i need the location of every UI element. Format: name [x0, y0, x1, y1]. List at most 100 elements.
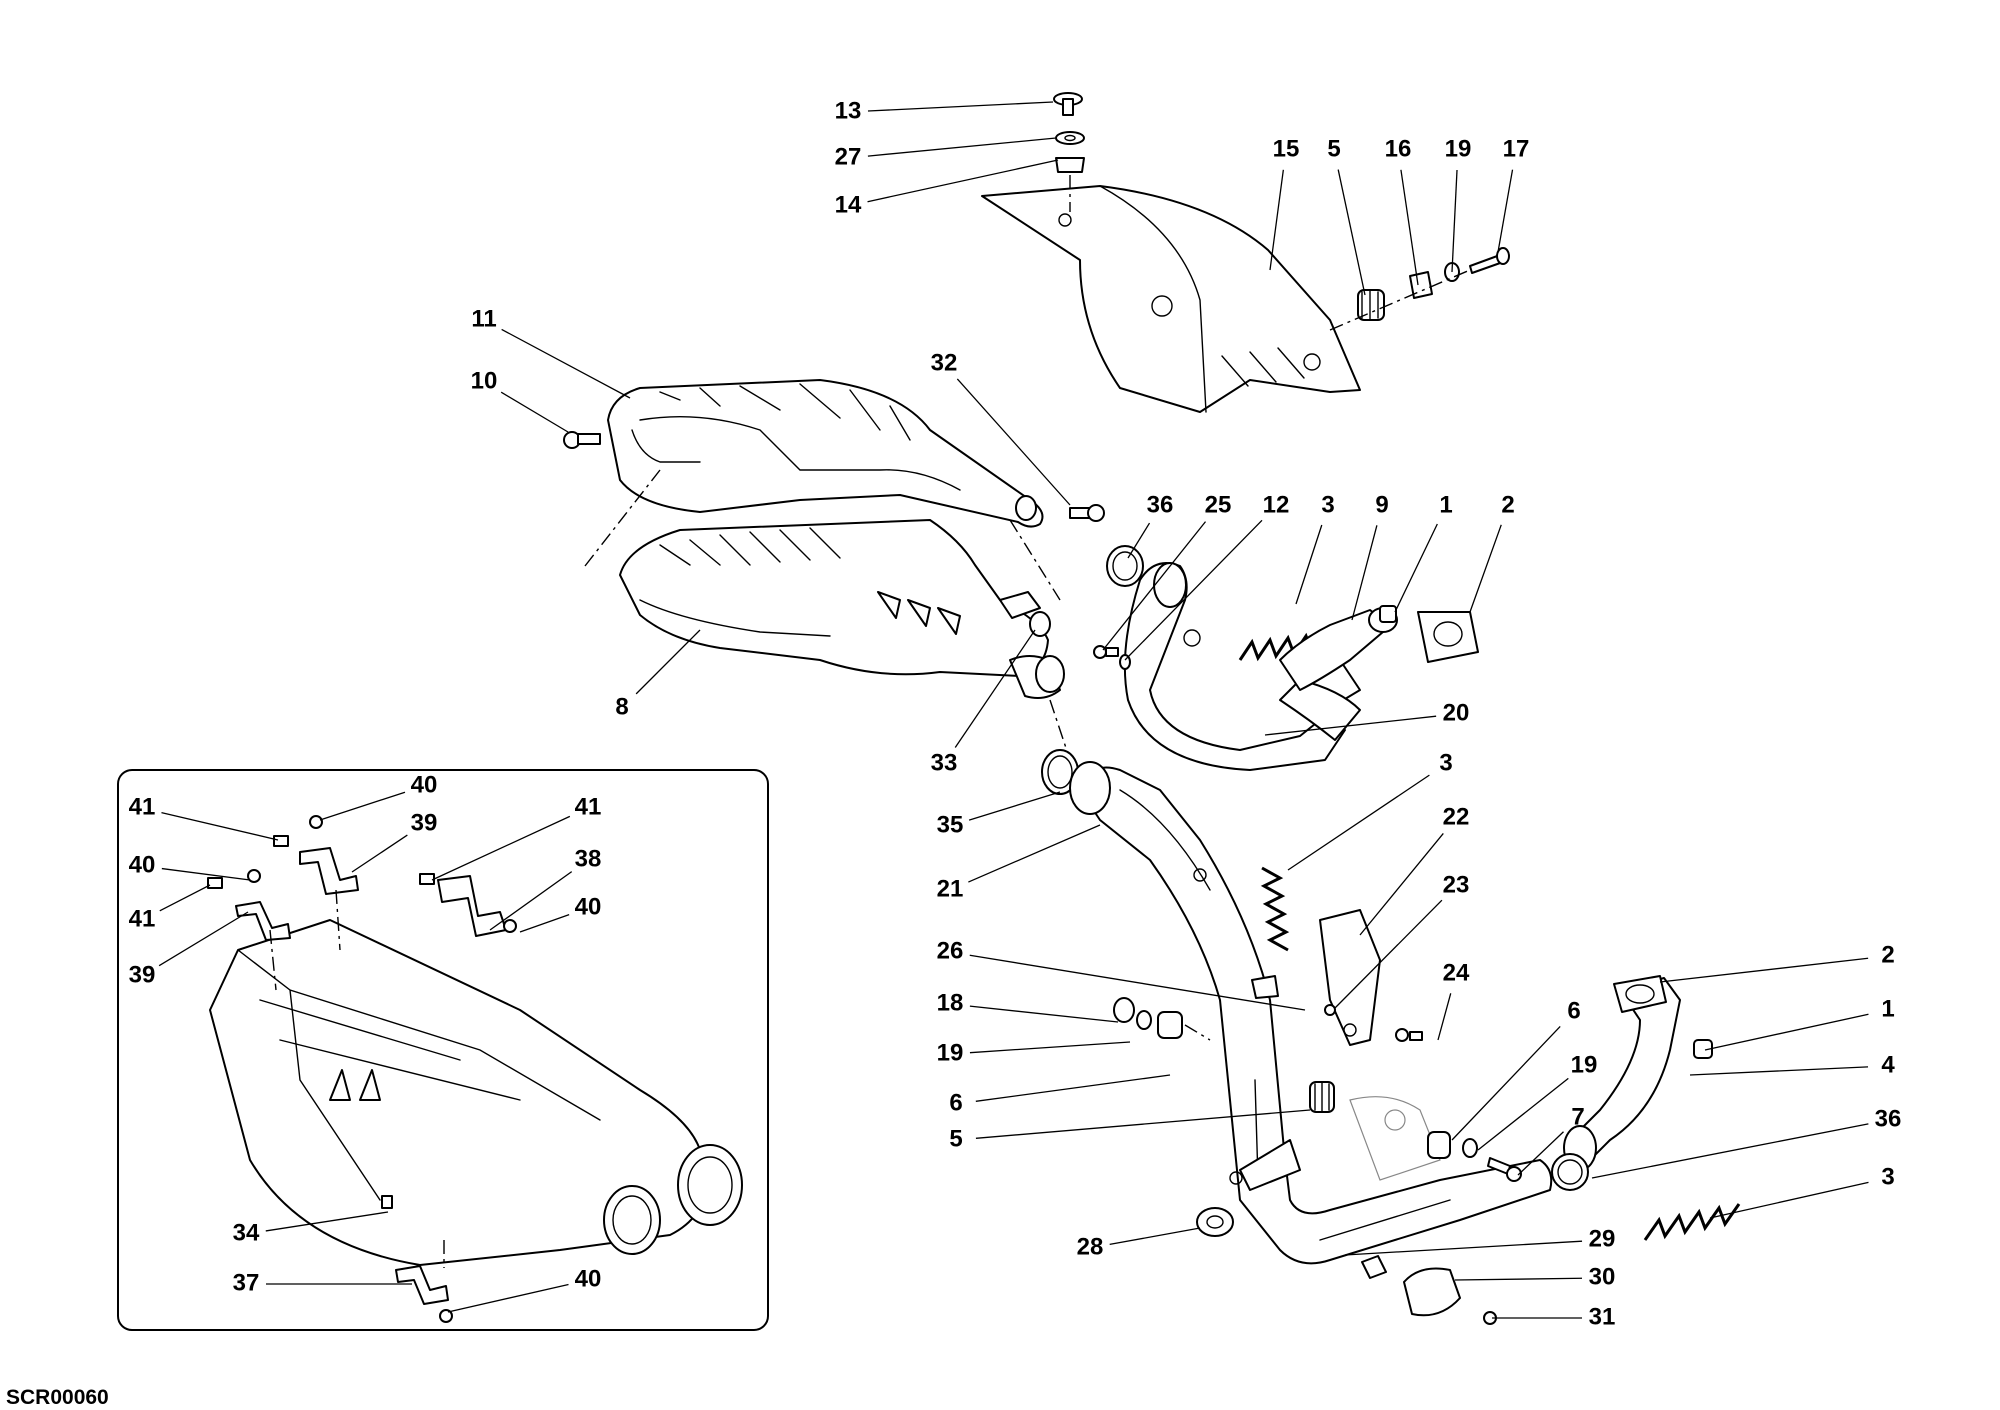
leader-line-34	[265, 1211, 389, 1232]
callout-label-26: 26	[937, 937, 964, 964]
callout-label-27: 27	[835, 143, 862, 170]
leader-line-41	[431, 815, 571, 881]
leader-line-5	[975, 1109, 1311, 1139]
callout-label-8: 8	[615, 693, 628, 720]
callout-label-6: 6	[949, 1089, 962, 1116]
leader-line-35	[968, 791, 1061, 821]
callout-label-41: 41	[129, 905, 156, 932]
leader-line-27	[867, 137, 1057, 157]
screw-13	[1053, 92, 1085, 212]
callout-label-19: 19	[1445, 135, 1472, 162]
leader-line-1	[1704, 1013, 1869, 1051]
leader-line-10	[500, 391, 569, 433]
callout-label-4: 4	[1881, 1051, 1895, 1078]
leader-line-38	[489, 871, 573, 931]
leader-line-5	[1337, 169, 1366, 296]
clamp-29-30-31	[1361, 1255, 1497, 1325]
leader-line-9	[1351, 525, 1378, 621]
heat-shield	[981, 185, 1361, 413]
clip-26	[1251, 975, 1423, 1042]
callout-label-33: 33	[931, 749, 958, 776]
callout-label-19: 19	[1571, 1051, 1598, 1078]
header-pipe-front	[1069, 761, 1553, 1265]
leader-line-2	[1469, 524, 1502, 613]
leader-line-16	[1400, 169, 1419, 286]
callout-label-40: 40	[575, 1265, 602, 1292]
leader-line-36	[1127, 522, 1151, 559]
leader-line-33	[954, 629, 1036, 748]
bracket-22	[1319, 909, 1381, 1046]
leader-line-29	[1344, 1240, 1583, 1256]
callout-label-32: 32	[931, 349, 958, 376]
hardware-6-19-7-right	[1427, 1131, 1522, 1182]
flange-2-upper	[1379, 605, 1479, 663]
leader-line-40	[447, 1283, 569, 1313]
leader-line-3	[1287, 774, 1430, 871]
callout-label-36: 36	[1875, 1105, 1902, 1132]
fastener-25-12	[1093, 645, 1131, 670]
callout-label-28: 28	[1077, 1233, 1104, 1260]
callout-label-30: 30	[1589, 1263, 1616, 1290]
mount-hardware-upper	[1329, 247, 1510, 331]
callout-label-15: 15	[1273, 135, 1300, 162]
leader-line-2	[1659, 957, 1869, 983]
header-pipe-rear	[1123, 562, 1361, 771]
leader-line-41	[161, 811, 279, 841]
leader-line-32	[956, 378, 1071, 506]
hardware-18-19-6-left	[1113, 997, 1211, 1041]
callout-label-37: 37	[233, 1269, 260, 1296]
callout-label-40: 40	[575, 893, 602, 920]
callout-label-7: 7	[1571, 1103, 1584, 1130]
spring-3-lower	[1643, 1203, 1741, 1241]
gasket-36-upper	[1106, 545, 1144, 587]
callout-label-1: 1	[1439, 491, 1452, 518]
leader-line-7	[1517, 1131, 1564, 1176]
leader-line-18	[969, 1005, 1119, 1023]
callout-label-41: 41	[129, 793, 156, 820]
callout-label-36: 36	[1147, 491, 1174, 518]
leader-line-26	[969, 954, 1306, 1011]
callout-label-5: 5	[1327, 135, 1340, 162]
leader-line-19	[1477, 1077, 1569, 1151]
callout-label-40: 40	[411, 771, 438, 798]
callout-label-31: 31	[1589, 1303, 1616, 1330]
callout-label-18: 18	[937, 989, 964, 1016]
leader-line-21	[968, 824, 1101, 883]
bolt-10	[563, 431, 601, 449]
leader-line-1	[1394, 523, 1438, 613]
callout-label-10: 10	[471, 367, 498, 394]
muffler	[619, 519, 1065, 699]
callout-label-34: 34	[233, 1219, 260, 1246]
leader-line-11	[501, 328, 631, 399]
callout-label-38: 38	[575, 845, 602, 872]
leader-line-39	[351, 834, 408, 873]
leader-line-39	[158, 911, 249, 967]
callout-label-6: 6	[1567, 997, 1580, 1024]
leader-line-36	[1591, 1123, 1869, 1179]
damper-5-lower	[1309, 1081, 1335, 1113]
leader-line-20	[1264, 715, 1437, 736]
callout-label-19: 19	[937, 1039, 964, 1066]
callout-label-12: 12	[1263, 491, 1290, 518]
callout-label-22: 22	[1443, 803, 1470, 830]
leader-line-4	[1689, 1066, 1869, 1076]
leader-line-15	[1269, 169, 1285, 271]
leader-line-40	[161, 867, 251, 881]
gasket-36-lower	[1551, 1153, 1589, 1191]
callout-label-11: 11	[471, 305, 496, 332]
leader-line-22	[1359, 833, 1444, 936]
callout-label-3: 3	[1881, 1163, 1894, 1190]
spring-3-mid	[1260, 866, 1290, 952]
callout-label-2: 2	[1881, 941, 1894, 968]
callout-label-24: 24	[1443, 959, 1470, 986]
callout-label-39: 39	[411, 809, 438, 836]
leader-line-6	[975, 1074, 1171, 1102]
leader-line-14	[867, 159, 1059, 203]
callout-label-16: 16	[1385, 135, 1412, 162]
leader-line-19	[1451, 169, 1458, 273]
callout-label-41: 41	[575, 793, 602, 820]
callout-label-23: 23	[1443, 871, 1470, 898]
leader-line-25	[1102, 521, 1207, 651]
leader-line-30	[1454, 1277, 1583, 1281]
